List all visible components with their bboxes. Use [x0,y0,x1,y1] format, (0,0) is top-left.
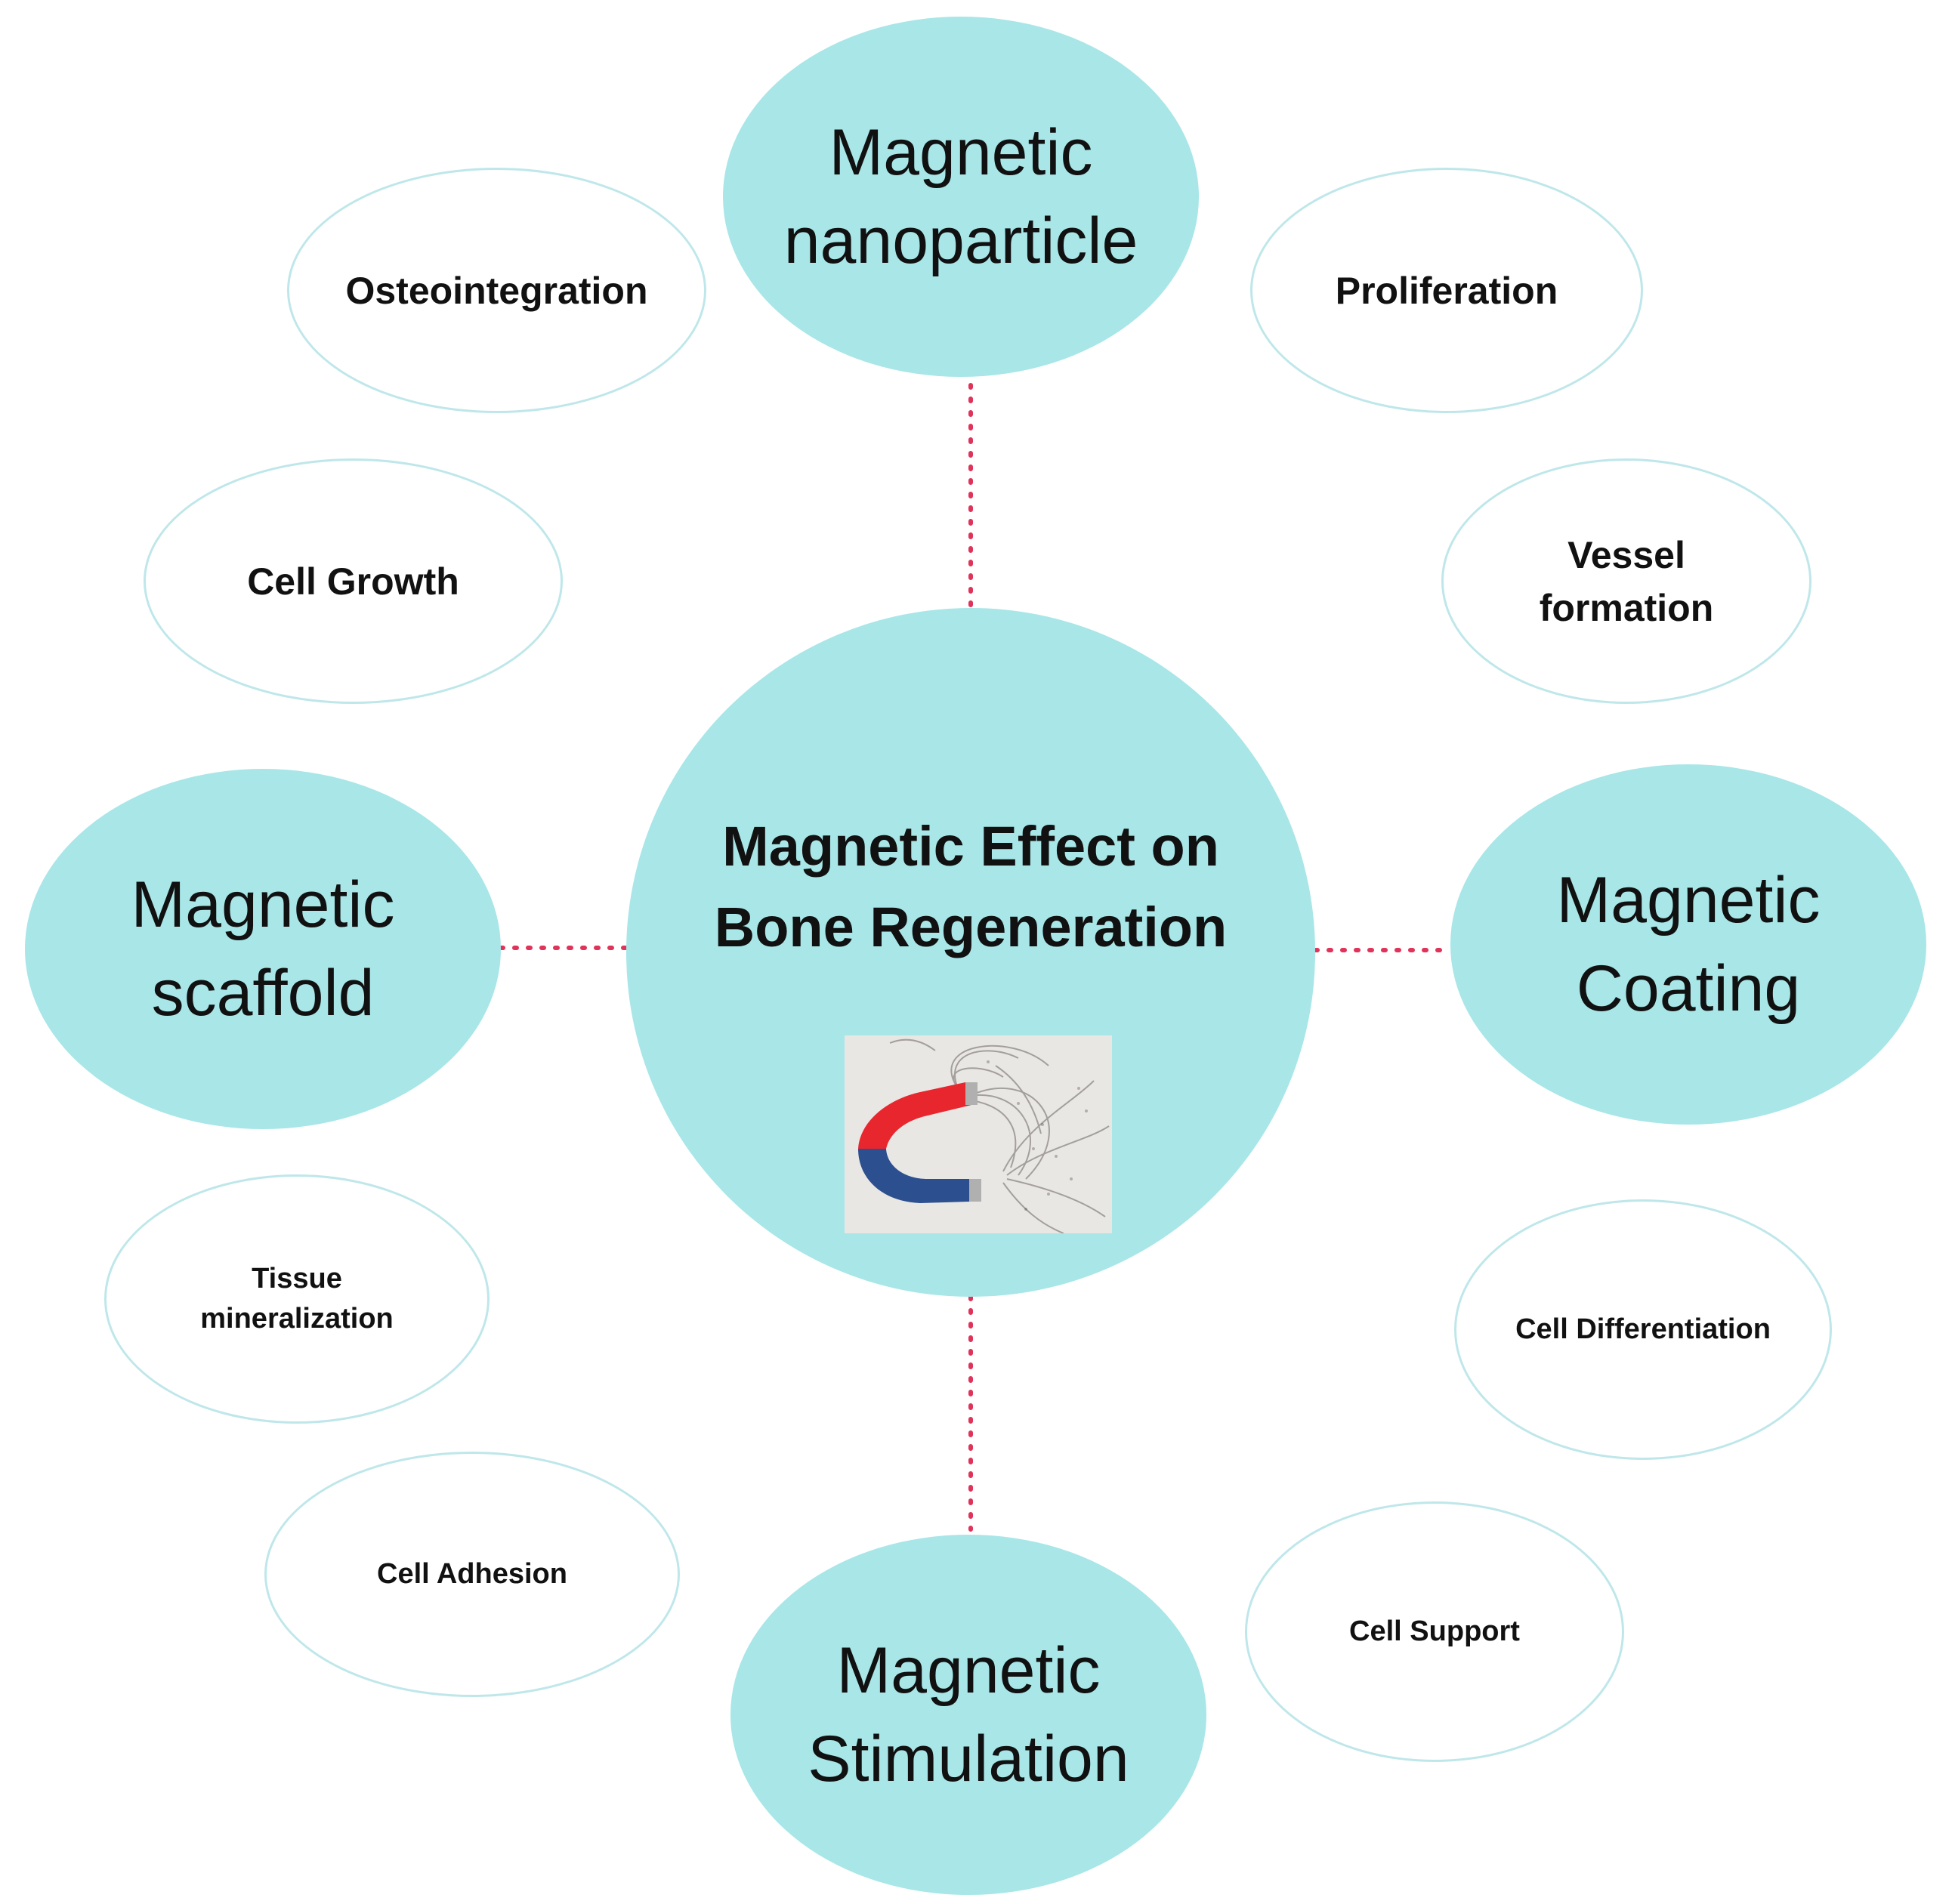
node-magnetic-nanoparticle-label: Magnetic nanoparticle [783,116,1138,277]
node-osteointegration-label: Osteointegration [345,269,648,312]
node-cell-growth: Cell Growth [144,458,563,704]
center-node: Magnetic Effect on Bone Regeneration [626,608,1315,1297]
node-magnetic-stimulation: Magnetic Stimulation [730,1535,1206,1895]
node-magnetic-stimulation-label: Magnetic Stimulation [808,1634,1129,1795]
node-cell-adhesion-label: Cell Adhesion [377,1557,567,1590]
node-vessel-formation-label: Vessel formation [1539,533,1714,629]
node-cell-differentiation: Cell Differentiation [1454,1199,1832,1460]
node-cell-support: Cell Support [1245,1501,1624,1762]
horseshoe-magnet-icon [845,1035,1112,1233]
node-proliferation-label: Proliferation [1335,269,1558,312]
node-proliferation: Proliferation [1250,168,1643,413]
node-osteointegration: Osteointegration [287,168,706,413]
node-magnetic-scaffold: Magnetic scaffold [25,769,501,1129]
node-cell-support-label: Cell Support [1349,1615,1520,1647]
node-tissue-mineralization-label: Tissue mineralization [200,1262,394,1335]
node-vessel-formation: Vessel formation [1441,458,1811,704]
node-cell-adhesion: Cell Adhesion [264,1452,680,1697]
node-magnetic-coating: Magnetic Coating [1450,764,1926,1125]
node-tissue-mineralization: Tissue mineralization [104,1174,490,1424]
node-cell-growth-label: Cell Growth [247,560,459,603]
node-cell-differentiation-label: Cell Differentiation [1515,1313,1771,1345]
node-magnetic-nanoparticle: Magnetic nanoparticle [723,17,1199,377]
node-magnetic-scaffold-label: Magnetic scaffold [131,868,395,1029]
node-magnetic-coating-label: Magnetic Coating [1556,863,1821,1025]
center-title: Magnetic Effect on Bone Regeneration [714,815,1228,959]
